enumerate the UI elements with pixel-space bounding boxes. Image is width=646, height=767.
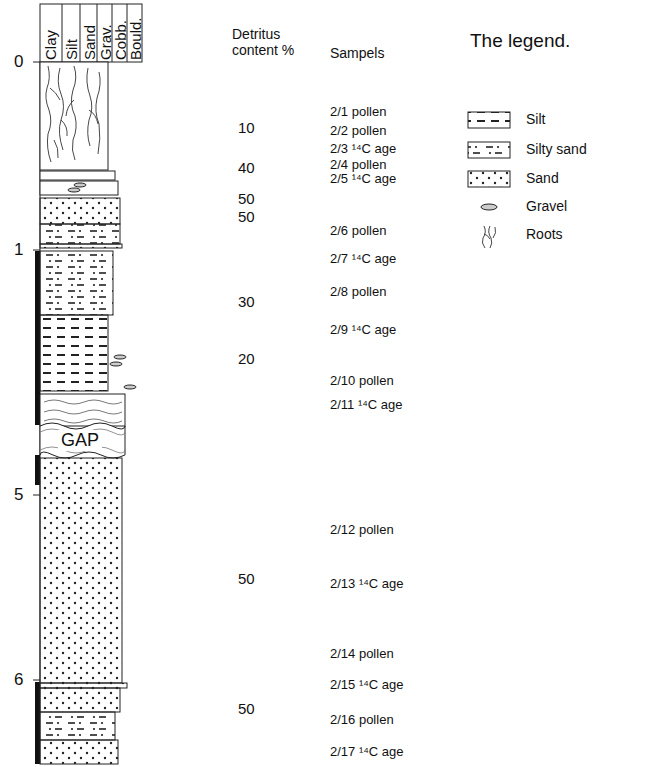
grain-size-header: Grav.	[97, 24, 114, 60]
column-header: Sampels	[330, 45, 384, 61]
detritus-value: 50	[238, 570, 255, 587]
sample-label: 2/12 pollen	[330, 523, 394, 538]
grain-size-header: Sand	[81, 25, 98, 60]
gap-label: GAP	[58, 430, 102, 451]
grain-size-grid	[40, 4, 142, 62]
detritus-value: 50	[238, 190, 255, 207]
sample-label: 2/3 ¹⁴C age	[330, 142, 396, 157]
sample-label: 2/2 pollen	[330, 124, 386, 139]
grain-size-header: Silt	[63, 39, 80, 60]
sample-label: 2/1 pollen	[330, 105, 386, 120]
sample-label: 2/11 ¹⁴C age	[330, 398, 403, 413]
legend-text: Roots	[526, 226, 563, 242]
depth-label: 1	[14, 240, 23, 260]
grain-size-header: Clay	[42, 30, 59, 60]
legend-text: Silty sand	[526, 141, 587, 157]
detritus-value: 10	[238, 119, 255, 136]
detritus-value: 50	[238, 208, 255, 225]
legend-text: Gravel	[526, 198, 567, 214]
sample-label: 2/13 ¹⁴C age	[330, 577, 404, 592]
grain-size-header: Bould.	[127, 17, 144, 60]
sample-label: 2/17 ¹⁴C age	[330, 745, 404, 760]
detritus-value: 30	[238, 293, 255, 310]
grain-size-header: Cobb.	[112, 20, 129, 60]
depth-label: 5	[14, 485, 23, 505]
legend-swatches	[468, 112, 510, 248]
legend-title: The legend.	[470, 30, 570, 52]
legend-text: Sand	[526, 170, 559, 186]
detritus-value: 50	[238, 700, 255, 717]
sediment-units	[40, 62, 136, 764]
depth-label: 0	[14, 52, 23, 72]
column-header: Detritus content %	[232, 26, 310, 58]
depth-axis	[33, 62, 40, 764]
detritus-value: 40	[238, 159, 255, 176]
sample-label: 2/8 pollen	[330, 285, 386, 300]
sample-label: 2/14 pollen	[330, 647, 394, 662]
sample-label: 2/5 ¹⁴C age	[330, 172, 396, 187]
sample-label: 2/4 pollen	[330, 158, 386, 173]
sample-label: 2/16 pollen	[330, 713, 394, 728]
sample-label: 2/10 pollen	[330, 374, 394, 389]
legend-text: Silt	[526, 111, 545, 127]
sample-label: 2/6 pollen	[330, 224, 386, 239]
detritus-value: 20	[238, 350, 255, 367]
sample-label: 2/15 ¹⁴C age	[330, 678, 404, 693]
sample-label: 2/7 ¹⁴C age	[330, 252, 396, 267]
sample-label: 2/9 ¹⁴C age	[330, 323, 396, 338]
depth-label: 6	[14, 670, 23, 690]
